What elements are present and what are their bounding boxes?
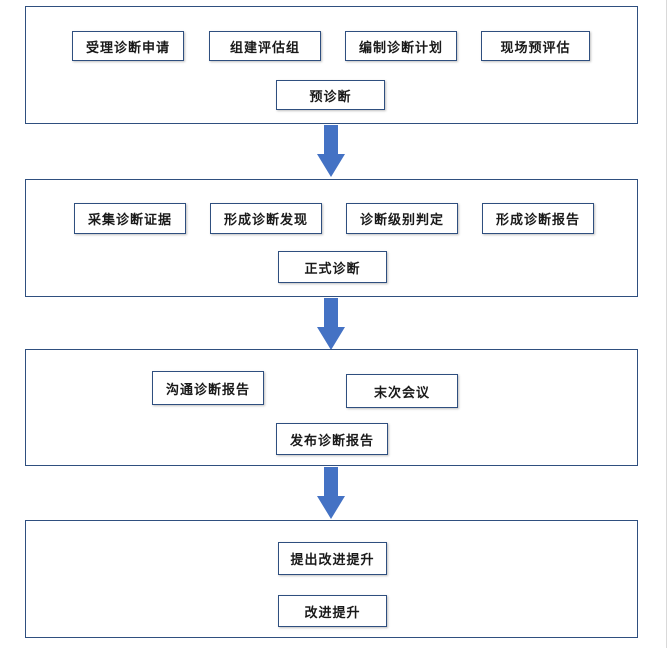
stage-3-container xyxy=(25,349,638,466)
flow-arrow-2 xyxy=(317,298,345,350)
node-collect-evidence: 采集诊断证据 xyxy=(74,203,186,234)
flow-arrow-1 xyxy=(317,125,345,177)
node-form-assessment-team: 组建评估组 xyxy=(209,31,321,61)
stage-3-label: 发布诊断报告 xyxy=(276,423,388,455)
node-form-report: 形成诊断报告 xyxy=(482,203,594,234)
stage-1-label: 预诊断 xyxy=(276,80,385,110)
stage-4-label: 改进提升 xyxy=(278,595,387,627)
node-form-findings: 形成诊断发现 xyxy=(210,203,322,234)
stage-2-label: 正式诊断 xyxy=(278,251,387,283)
node-compile-diagnosis-plan: 编制诊断计划 xyxy=(345,31,457,61)
node-communicate-report: 沟通诊断报告 xyxy=(152,371,264,405)
node-final-meeting: 末次会议 xyxy=(346,374,458,408)
node-propose-improvement: 提出改进提升 xyxy=(278,542,387,575)
node-onsite-pre-assessment: 现场预评估 xyxy=(481,31,590,61)
flow-arrow-3 xyxy=(317,467,345,519)
page-right-border xyxy=(666,0,667,648)
node-accept-application: 受理诊断申请 xyxy=(72,31,184,61)
node-determine-level: 诊断级别判定 xyxy=(346,203,458,234)
